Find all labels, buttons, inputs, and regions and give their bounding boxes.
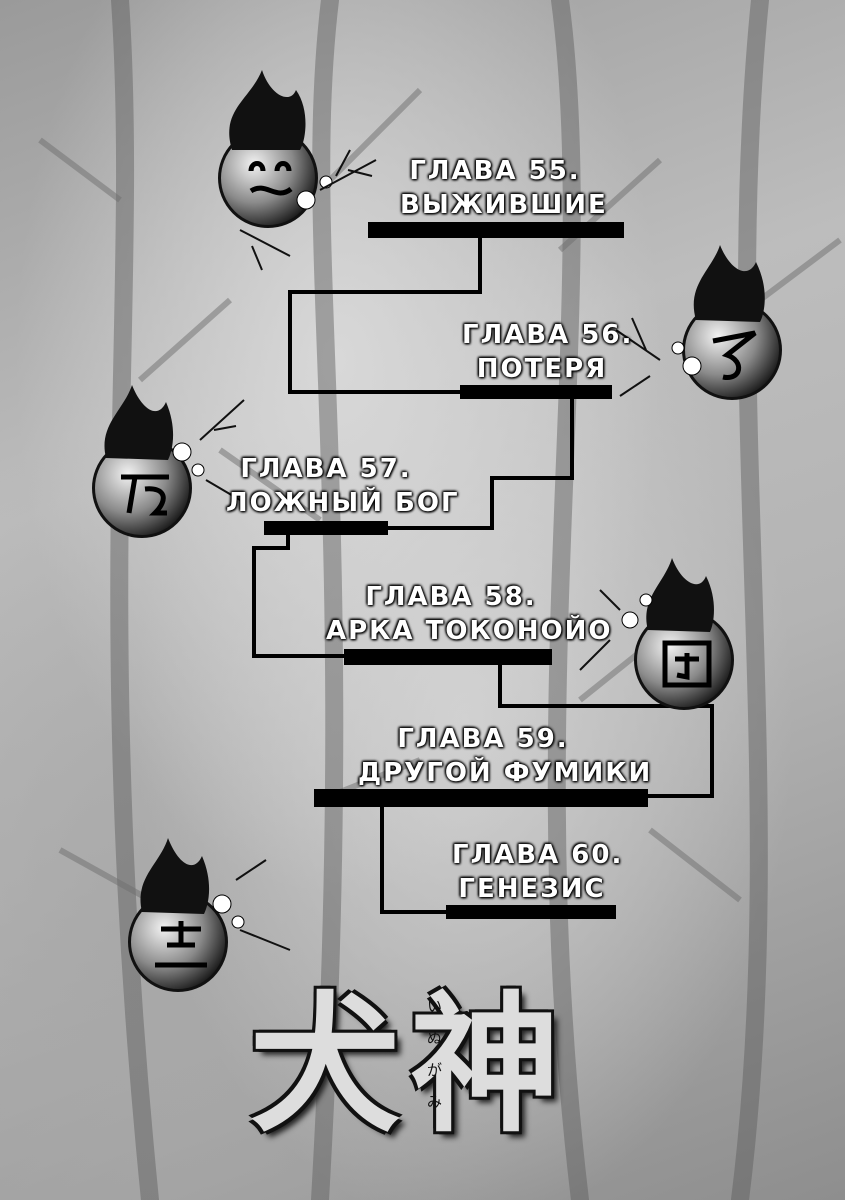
connector-lines <box>252 236 714 914</box>
chapter-label: ГЛАВА 56. ПОТЕРЯ <box>462 318 634 386</box>
chapter-number: ГЛАВА 57. <box>240 454 412 484</box>
chapter-name: ДРУГОЙ ФУМИКИ <box>358 758 653 788</box>
chapter-number: ГЛАВА 59. <box>397 724 569 754</box>
title-furigana: いぬがみ <box>427 997 443 1111</box>
chapter-name: ГЕНЕЗИС <box>458 874 606 904</box>
chapter-name: ВЫЖИВШИЕ <box>400 190 608 220</box>
series-title: 犬神 <box>250 977 571 1153</box>
chapter-name: ПОТЕРЯ <box>476 354 608 384</box>
chapter-number: ГЛАВА 58. <box>365 582 537 612</box>
chapter-label: ГЛАВА 57. ЛОЖНЫЙ БОГ <box>226 452 460 520</box>
chapter-label: ГЛАВА 58. АРКА ТОКОНОЙО <box>326 580 613 648</box>
chapter-label: ГЛАВА 55. ВЫЖИВШИЕ <box>400 154 608 222</box>
chapter-name: ЛОЖНЫЙ БОГ <box>226 488 460 518</box>
chapter-name: АРКА ТОКОНОЙО <box>326 616 613 646</box>
chapter-number: ГЛАВА 55. <box>409 156 581 186</box>
chapter-number: ГЛАВА 60. <box>452 840 624 870</box>
leaf-sprig-icon <box>199 149 661 951</box>
chapter-label: ГЛАВА 59. ДРУГОЙ ФУМИКИ <box>358 722 653 790</box>
chapter-number: ГЛАВА 56. <box>462 320 634 350</box>
chapter-label: ГЛАВА 60. ГЕНЕЗИС <box>452 838 624 906</box>
chapter-bars <box>264 222 648 919</box>
